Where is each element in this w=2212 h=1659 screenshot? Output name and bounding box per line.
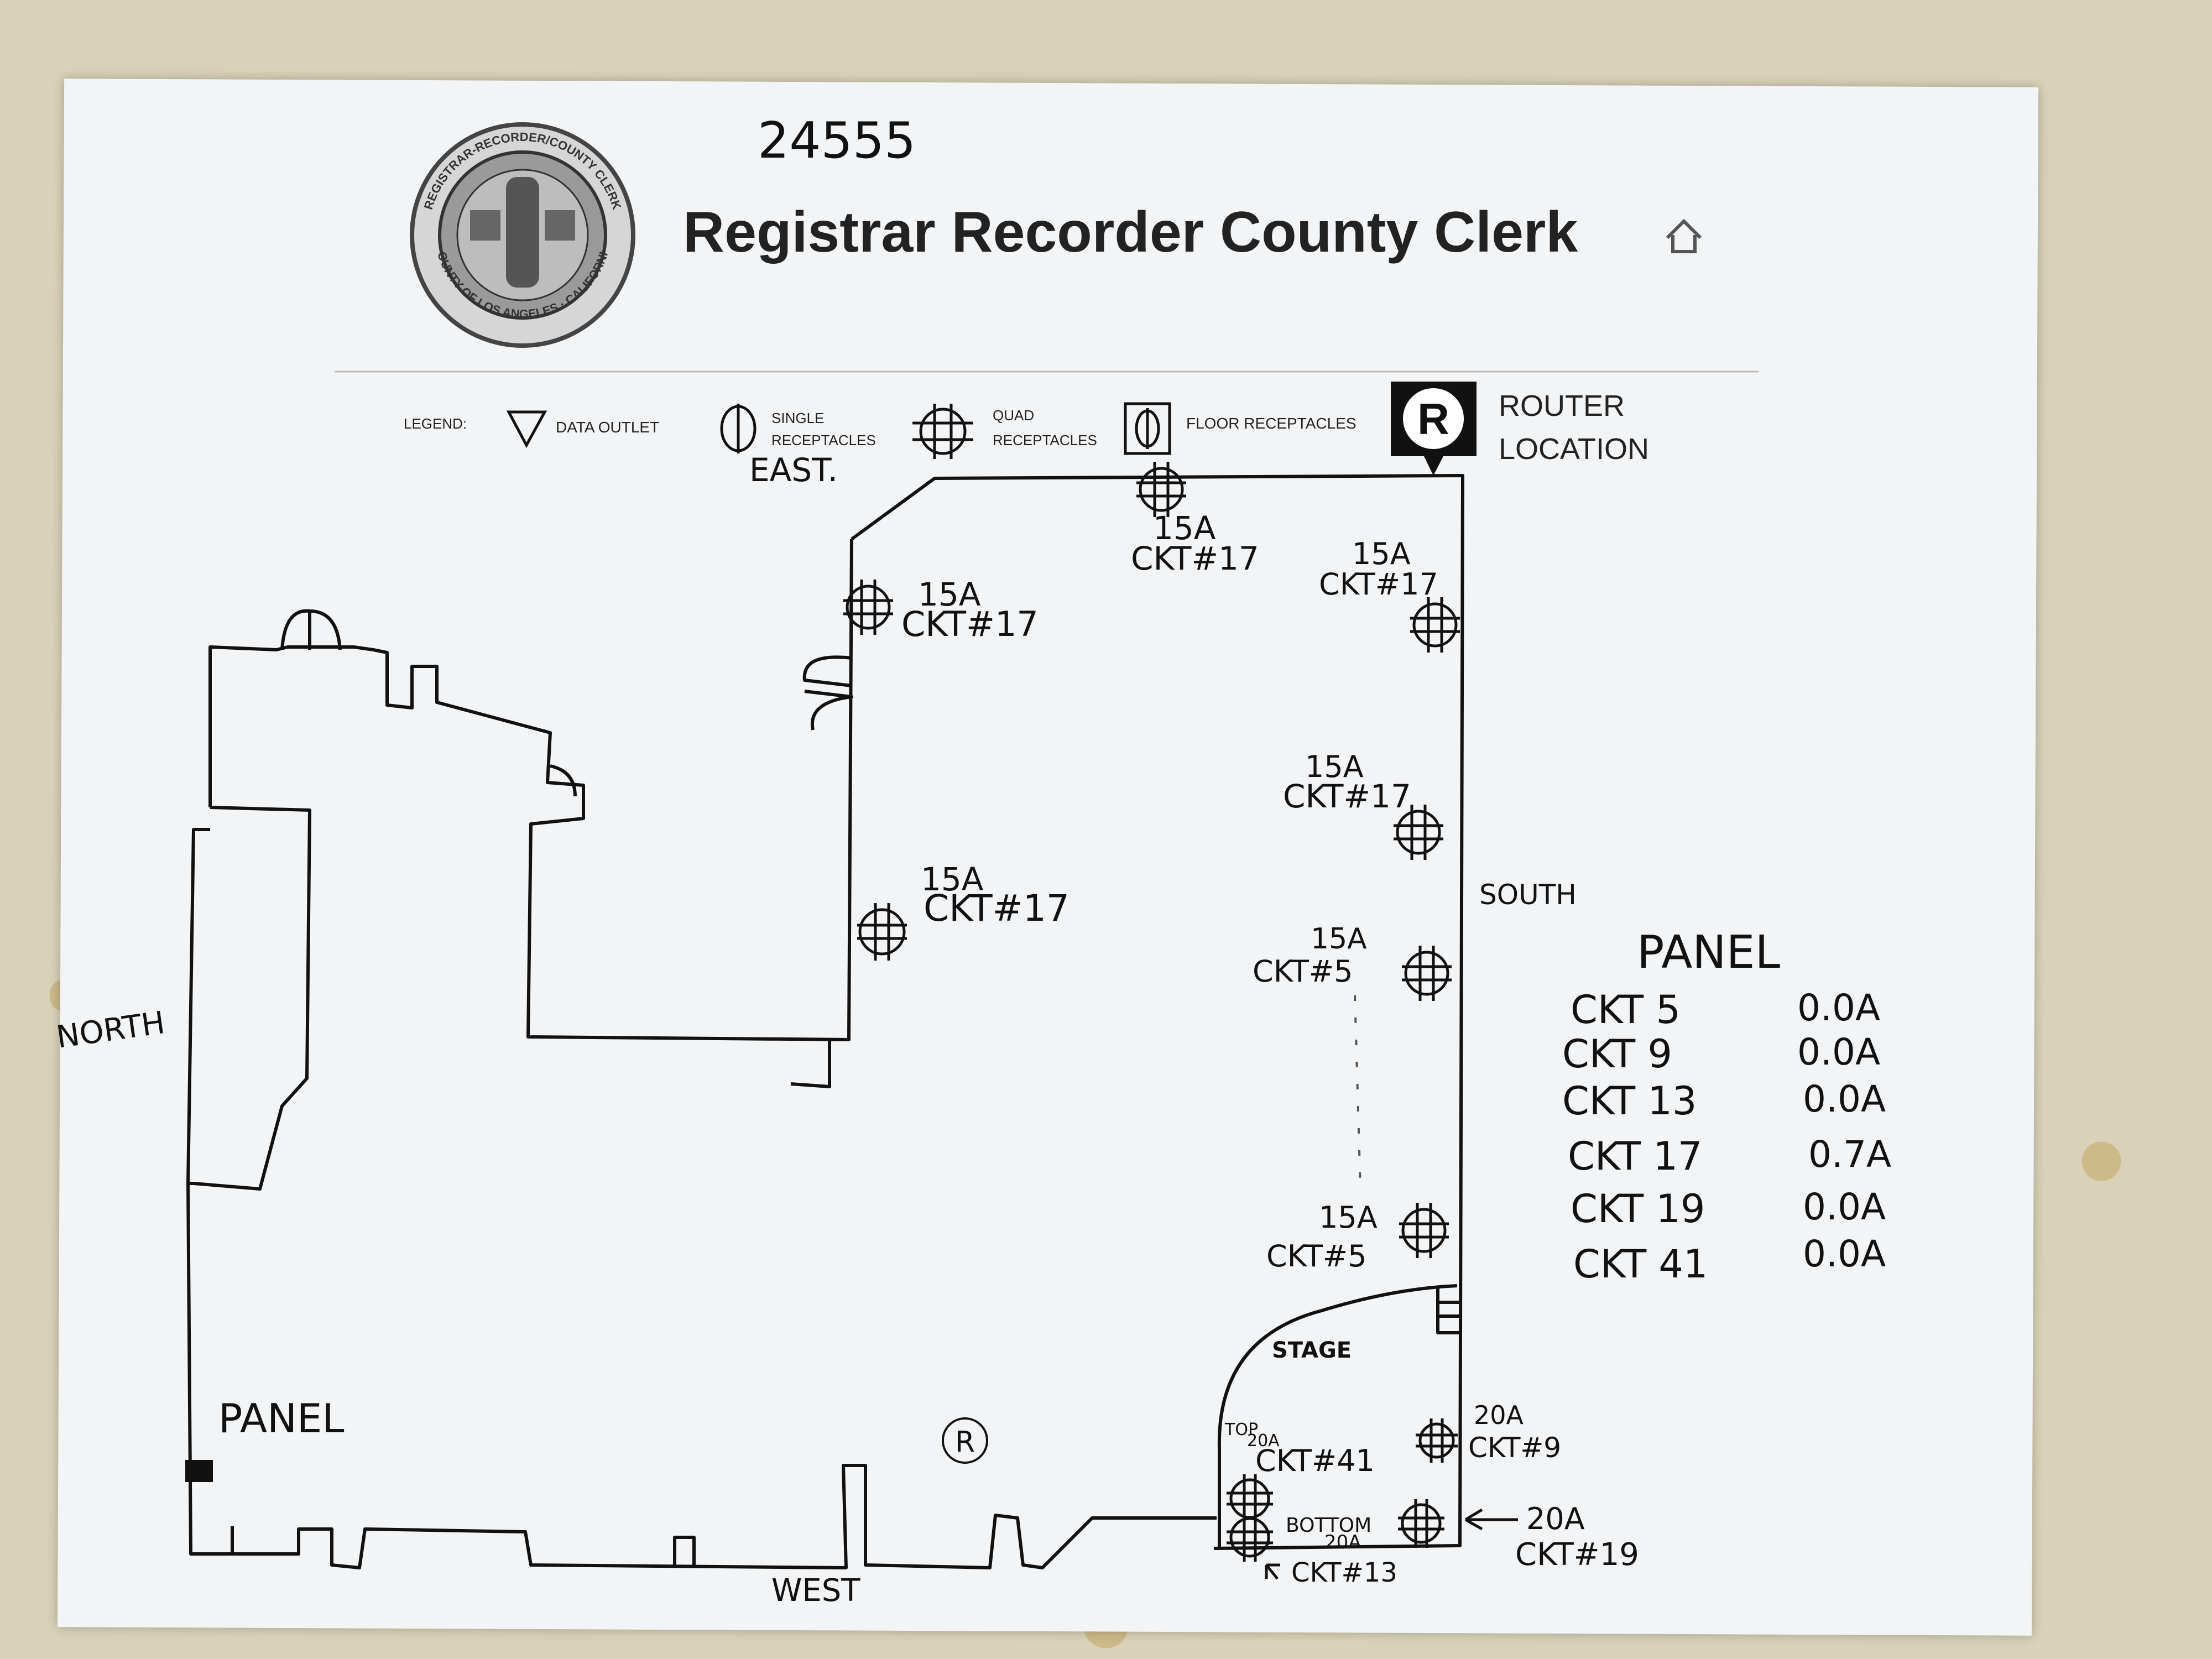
arrow-icon — [1265, 1563, 1280, 1580]
legend-single-line1: SINGLE — [771, 410, 824, 426]
data-outlet-icon — [506, 410, 547, 448]
svg-text:15A: 15A — [921, 860, 984, 898]
svg-text:CKT#19: CKT#19 — [1515, 1537, 1639, 1573]
legend-quad-line2: RECEPTACLES — [993, 432, 1097, 448]
quad-receptacle-icon — [1136, 462, 1186, 517]
svg-text:TOP: TOP — [1224, 1420, 1258, 1439]
outlet-label-corner: 20A CKT#19 — [1515, 1501, 1639, 1573]
legend-quad-line1: QUAD — [993, 407, 1034, 424]
outlet-label-south-3: 15A CKT#5 — [1253, 922, 1367, 989]
legend-router-line1: ROUTER — [1499, 389, 1625, 422]
quad-receptacle-icon — [1398, 1499, 1444, 1548]
svg-text:BOTTOM: BOTTOM — [1286, 1514, 1371, 1537]
outlet-label-south-2: 15A CKT#17 — [1283, 749, 1411, 815]
outlet-label-stage-top: TOP 20A CKT#41 — [1224, 1420, 1375, 1478]
svg-text:CKT#17: CKT#17 — [901, 604, 1039, 644]
legend-floor-label: FLOOR RECEPTACLES — [1186, 415, 1357, 432]
direction-north: NORTH — [54, 1005, 167, 1056]
outlet-label-east-1: 15A CKT#17 — [901, 576, 1039, 644]
panel-row-ckt: CKT 19 — [1571, 1186, 1705, 1232]
panel-row-load: 0.0A — [1803, 1078, 1886, 1120]
stage-label: STAGE — [1272, 1338, 1352, 1363]
outlet-label-stage-bottom: BOTTOM 20A CKT#13 — [1286, 1514, 1397, 1588]
svg-text:20A: 20A — [1247, 1431, 1280, 1451]
svg-text:CKT#5: CKT#5 — [1253, 954, 1353, 989]
svg-text:15A: 15A — [1153, 509, 1216, 547]
panel-row-ckt: CKT 41 — [1573, 1241, 1708, 1287]
quad-receptacle-icon — [1394, 805, 1443, 860]
single-receptacle-icon — [720, 404, 757, 453]
dotted-partition — [1354, 995, 1361, 1190]
quad-receptacle-icon — [912, 404, 973, 459]
quad-receptacle-icon — [857, 903, 907, 961]
quad-receptacle-icon — [1227, 1513, 1273, 1562]
svg-text:CKT#13: CKT#13 — [1291, 1557, 1397, 1588]
outlet-label-south-4: 15A CKT#5 — [1266, 1200, 1378, 1274]
router-mark: R — [942, 1417, 988, 1464]
header-title: Registrar Recorder County Clerk — [683, 200, 1578, 264]
outlet-label-east-2: 15A CKT#17 — [921, 860, 1070, 930]
svg-text:15A: 15A — [918, 576, 981, 613]
svg-text:15A: 15A — [1352, 536, 1411, 571]
outlet-label-top: 15A CKT#17 — [1131, 509, 1259, 577]
direction-east: EAST. — [749, 451, 838, 489]
quad-receptacle-icon — [1402, 946, 1452, 1001]
svg-text:15A: 15A — [1319, 1200, 1378, 1235]
panel-row-load: 0.0A — [1797, 1031, 1880, 1073]
legend-single-line2: RECEPTACLES — [771, 432, 876, 448]
outlet-label-south-1: 15A CKT#17 — [1319, 536, 1438, 602]
panel-row-ckt: CKT 9 — [1562, 1031, 1672, 1077]
legend-label: LEGEND: — [404, 415, 467, 432]
direction-south: SOUTH — [1479, 879, 1577, 911]
panel-table: CKT 5 0.0A CKT 9 0.0A CKT 13 0.0A CKT 17… — [1562, 987, 1891, 1287]
floor-receptacle-icon — [1124, 402, 1171, 455]
svg-text:R: R — [955, 1426, 975, 1459]
svg-text:CKT#5: CKT#5 — [1266, 1239, 1367, 1274]
svg-text:20A: 20A — [1526, 1501, 1585, 1536]
county-seal-logo: REGISTRAR-RECORDER/COUNTY CLERK COUNTY O… — [0, 0, 635, 348]
doc-number: 24555 — [758, 112, 916, 170]
quad-receptacle-icon — [1227, 1474, 1273, 1523]
direction-west: WEST — [771, 1573, 860, 1609]
panel-row-load: 0.0A — [1803, 1233, 1886, 1275]
panel-row-ckt: CKT 13 — [1562, 1078, 1697, 1124]
svg-text:CKT#17: CKT#17 — [1319, 567, 1438, 602]
quad-receptacle-icon — [1410, 597, 1460, 653]
panel-row-load: 0.0A — [1797, 987, 1880, 1029]
svg-text:CKT#17: CKT#17 — [1283, 778, 1411, 815]
panel-row-ckt: CKT 5 — [1571, 987, 1681, 1032]
quad-receptacle-icon — [1416, 1418, 1458, 1463]
svg-text:15A: 15A — [1311, 922, 1367, 956]
panel-table-title: PANEL — [1637, 926, 1780, 979]
legend-data-outlet-label: DATA OUTLET — [556, 419, 659, 436]
quad-receptacle-icon — [843, 580, 893, 635]
svg-text:15A: 15A — [1305, 749, 1364, 784]
quad-receptacle-icon — [1399, 1203, 1449, 1258]
svg-text:CKT#41: CKT#41 — [1255, 1443, 1375, 1478]
outlet-label-stage-right: 20A CKT#9 — [1468, 1400, 1561, 1464]
svg-text:R: R — [1417, 394, 1449, 444]
svg-text:20A: 20A — [1324, 1531, 1361, 1553]
panel-label: PANEL — [218, 1395, 345, 1442]
svg-text:CKT#9: CKT#9 — [1468, 1432, 1561, 1464]
router-icon: R — [1391, 382, 1477, 476]
svg-text:CKT#17: CKT#17 — [1131, 540, 1259, 577]
panel-box — [185, 1460, 213, 1482]
legend-router-line2: LOCATION — [1499, 432, 1649, 466]
svg-text:20A: 20A — [1474, 1400, 1524, 1430]
panel-row-load: 0.7A — [1808, 1133, 1891, 1176]
panel-row-load: 0.0A — [1803, 1186, 1886, 1228]
arrow-icon — [1464, 1508, 1518, 1531]
building-walls — [186, 474, 1464, 1569]
home-icon — [1666, 218, 1702, 253]
panel-row-ckt: CKT 17 — [1568, 1134, 1702, 1179]
svg-text:CKT#17: CKT#17 — [924, 887, 1070, 930]
